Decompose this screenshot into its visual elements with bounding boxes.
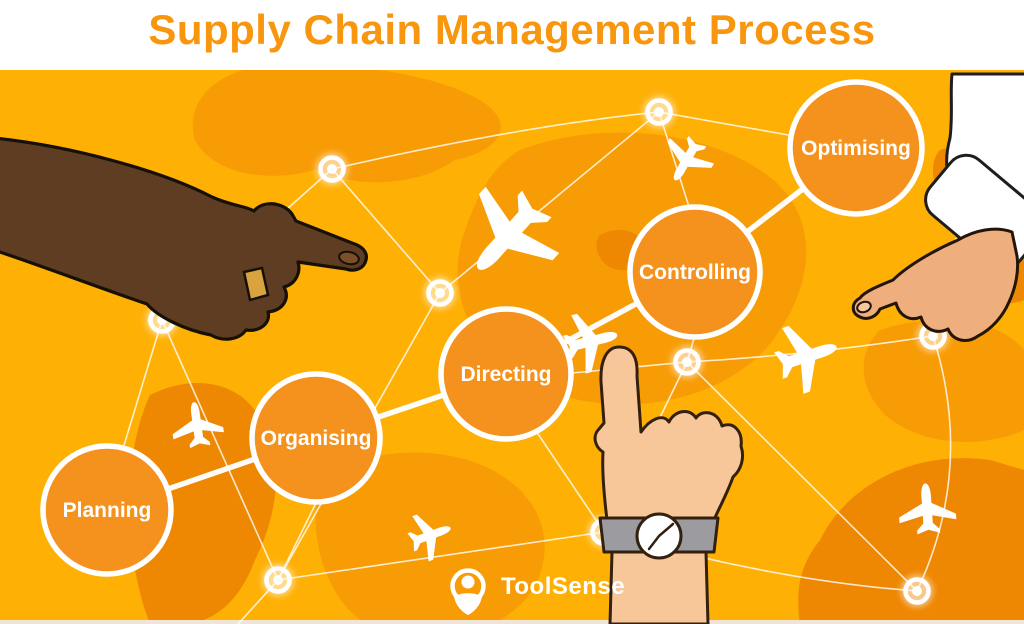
route-line: [121, 319, 163, 453]
network-node: [316, 153, 348, 185]
process-step-label: Organising: [261, 427, 372, 450]
route-line: [533, 427, 605, 533]
airplane-icon: [172, 402, 224, 449]
process-step-label: Optimising: [801, 137, 911, 160]
airplane-icon: [407, 514, 451, 562]
process-steps: Planning Organising Directing Controlling Op…: [40, 79, 925, 577]
process-step-label: Controlling: [639, 261, 751, 284]
route-line: [916, 335, 952, 592]
bottom-strip: [0, 620, 1024, 624]
gold-ring-icon: [242, 266, 270, 302]
network-node: [424, 277, 456, 309]
pointing-hand-right: [851, 72, 1024, 342]
person-pin-icon: [450, 568, 486, 615]
route-line: [439, 111, 660, 294]
page-title: Supply Chain Management Process: [148, 6, 876, 53]
process-step-optimising: Optimising: [787, 79, 925, 217]
network-node: [643, 96, 675, 128]
route-line: [277, 531, 605, 581]
process-step-label: Planning: [63, 499, 152, 522]
airplane-icon: [899, 483, 957, 535]
watch-hands: [647, 522, 675, 551]
route-line: [686, 361, 918, 592]
route-line: [331, 168, 441, 294]
fingernail: [338, 250, 360, 266]
route-line: [658, 111, 795, 137]
airplane-icon: [476, 186, 560, 270]
process-step-organising: Organising: [249, 371, 383, 505]
route-line: [658, 111, 691, 211]
process-step-controlling: Controlling: [627, 204, 763, 340]
fingernail: [856, 300, 872, 314]
route-line: [331, 111, 660, 170]
brand-name: ToolSense: [501, 573, 626, 600]
process-step-directing: Directing: [438, 306, 574, 442]
airplane-icon: [774, 326, 837, 394]
network-node: [901, 575, 933, 607]
header-band: [0, 0, 1024, 70]
pointing-hand-up: [593, 345, 745, 624]
network-node: [671, 346, 703, 378]
process-step-label: Directing: [460, 363, 551, 386]
airplane-icon: [562, 313, 618, 374]
route-line: [161, 319, 279, 581]
network-node: [262, 564, 294, 596]
process-step-planning: Planning: [40, 443, 174, 577]
airplanes: [172, 136, 957, 562]
pointing-hand-left: [0, 137, 368, 341]
airplane-icon: [667, 136, 715, 181]
